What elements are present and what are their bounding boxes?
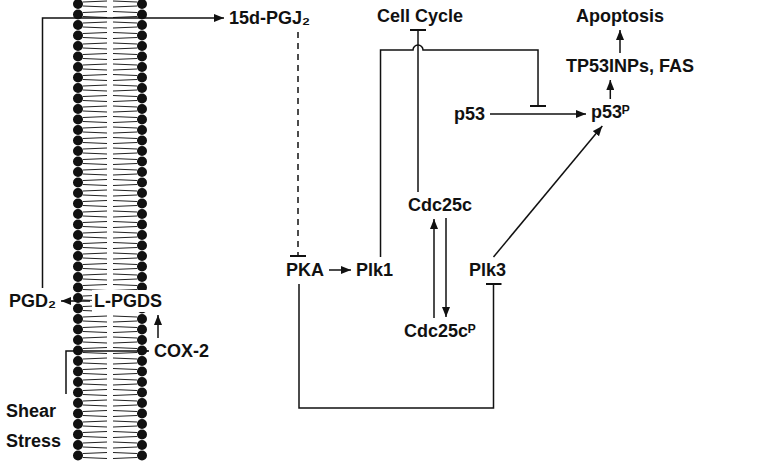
node-text: Cdc25cᴾ (404, 321, 476, 341)
molecule-label: PGD₂ (7, 290, 58, 312)
activation-arrow (619, 30, 621, 53)
molecule-label: p53 (452, 103, 487, 125)
node-text: Plk1 (356, 260, 393, 280)
node-text: Plk3 (469, 260, 506, 280)
node-text: L-PGDS (94, 291, 162, 311)
node-text: PKA (286, 260, 324, 280)
activation-arrow (433, 219, 435, 318)
inhibition-connector (417, 30, 419, 192)
node-text: p53ᴾ (591, 102, 630, 122)
activation-arrow (494, 126, 603, 257)
activation-arrow (329, 269, 351, 271)
node-text: Cdc25c (408, 195, 472, 215)
node-text: p53 (454, 104, 485, 124)
activation-arrow (43, 18, 225, 288)
molecule-label: Cdc25c (406, 194, 474, 216)
molecule-label: PKA (284, 259, 326, 281)
molecule-label: COX-2 (152, 340, 211, 362)
molecule-label: Plk1 (354, 259, 395, 281)
molecule-label: p53ᴾ (589, 101, 632, 123)
node-text: 15d-PGJ₂ (229, 8, 310, 28)
lipid-tails (83, 1, 137, 459)
activation-arrow (445, 218, 447, 317)
node-text: Shear Stress (6, 401, 61, 451)
node-text: Apoptosis (576, 6, 664, 26)
activation-arrow (490, 113, 586, 115)
activation-arrow (157, 315, 159, 338)
molecule-label: Apoptosis (574, 5, 666, 27)
molecule-label: L-PGDS (92, 290, 164, 312)
node-text: COX-2 (154, 341, 209, 361)
node-text: PGD₂ (9, 291, 56, 311)
molecule-label: TP53INPs, FAS (564, 55, 696, 77)
node-text: TP53INPs, FAS (566, 56, 694, 76)
stimulus-label: Shear Stress (4, 396, 72, 456)
activation-arrow (61, 300, 90, 302)
node-text: Cell Cycle (377, 6, 463, 26)
molecule-label: Cdc25cᴾ (402, 320, 478, 342)
activation-arrow (610, 80, 612, 99)
inhibition-connector (297, 32, 299, 256)
lipid-heads (73, 0, 147, 461)
molecule-label: Cell Cycle (375, 5, 465, 27)
activation-arrow (66, 351, 149, 394)
molecule-label: 15d-PGJ₂ (227, 7, 312, 29)
inhibition-connector (299, 284, 494, 408)
molecule-label: Plk3 (467, 259, 508, 281)
inhibition-connector (381, 45, 539, 257)
